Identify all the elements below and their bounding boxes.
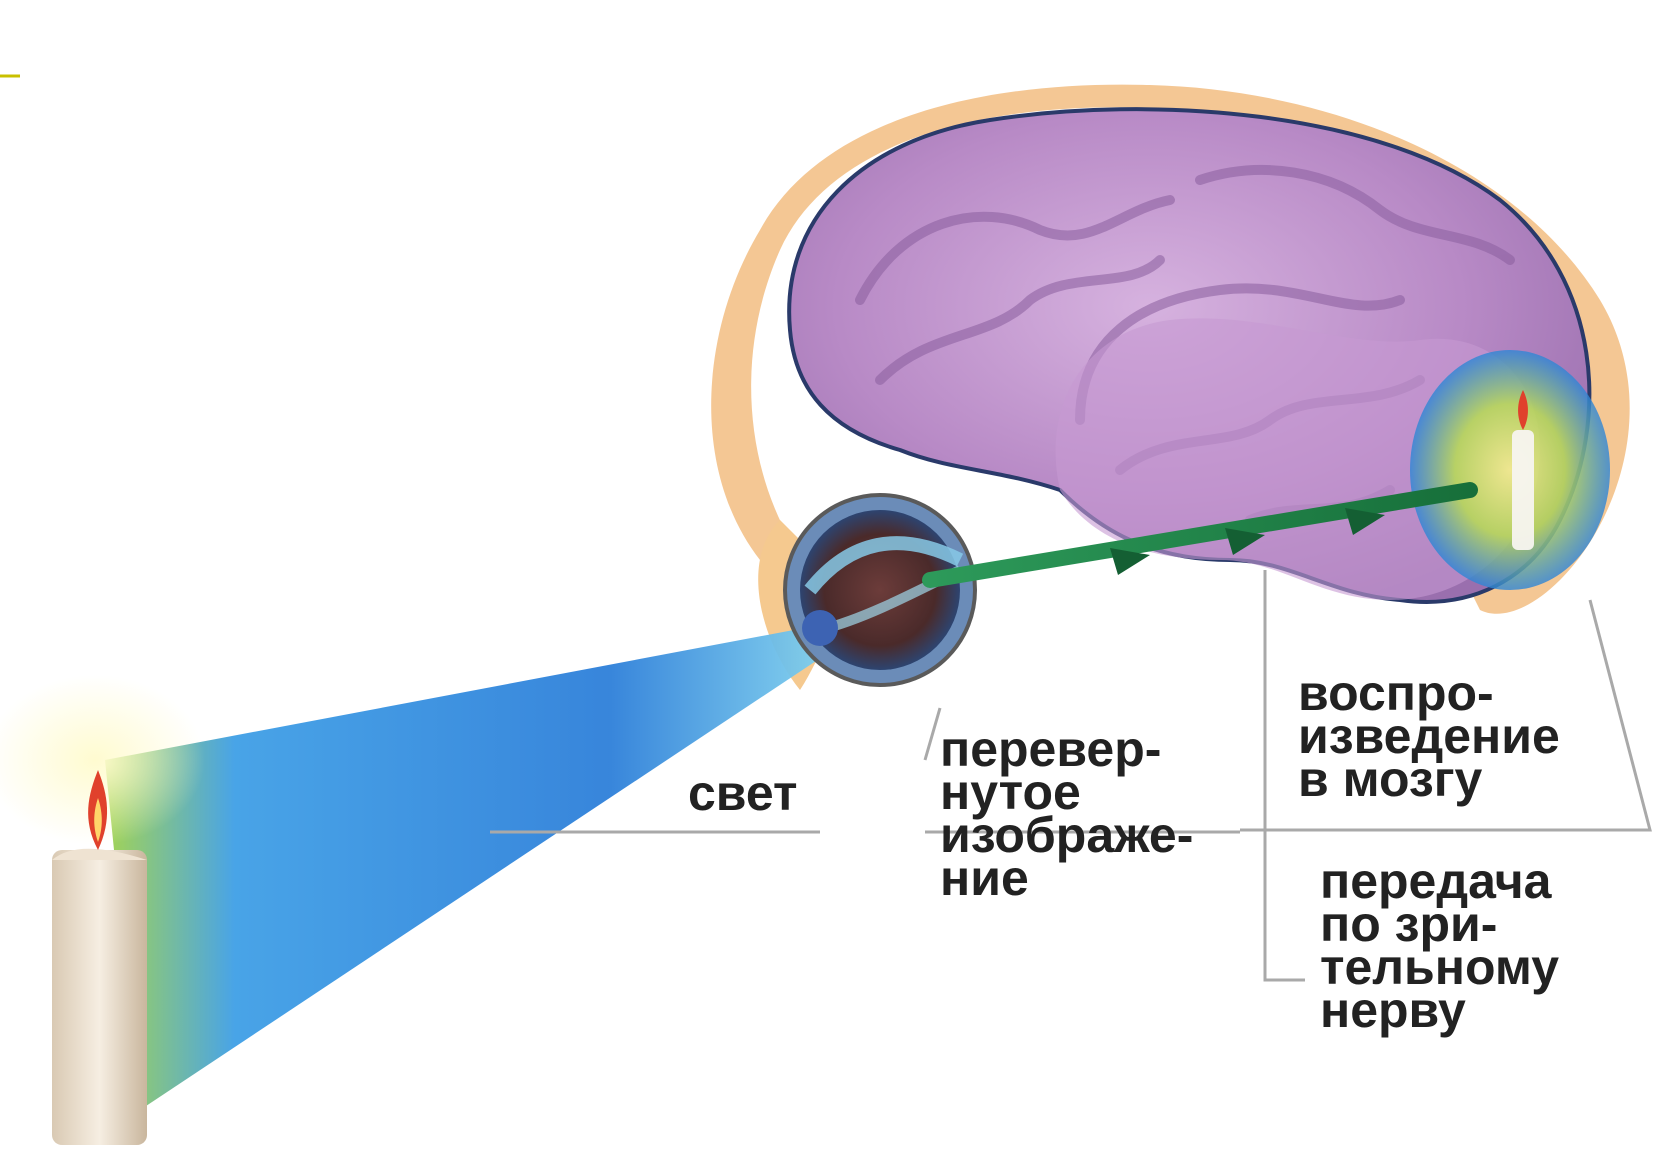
label-inverted-image: перевер- нутое изображе- ние [940, 728, 1193, 900]
eyeball [785, 495, 975, 685]
label-light-line: свет [688, 772, 798, 815]
label-inverted-line-4: ние [940, 857, 1193, 900]
label-reproduction: воспро- изведение в мозгу [1298, 672, 1560, 801]
label-reproduction-line-3: в мозгу [1298, 758, 1560, 801]
label-transmission-line-4: нерву [1320, 989, 1559, 1032]
label-transmission: передача по зри- тельному нерву [1320, 860, 1559, 1032]
visual-cortex [1410, 350, 1610, 590]
label-light: свет [688, 772, 798, 815]
light-beam [105, 625, 825, 1110]
